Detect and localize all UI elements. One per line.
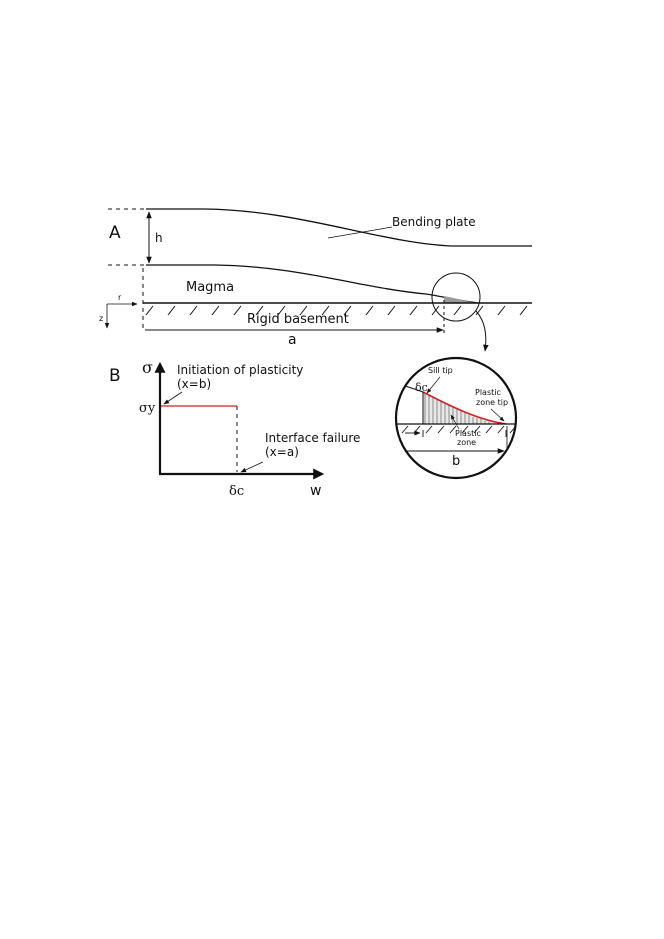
magma-label: Magma [186,280,234,295]
plastic-zone-hatch [423,392,506,424]
plastic-tip-label-line1: Plastic [475,388,501,397]
plastic-tip-label-line2: zone tip [476,398,508,407]
plate-label: Bending plate [392,215,476,229]
axis-z-label: z [99,314,103,323]
panel-b-label: B [109,366,121,386]
panel-b: B σ w σy δc Initiation of plasticity (x=… [109,358,360,499]
sill-tip-label: Sill tip [428,366,453,375]
plasticity-pointer [163,391,183,405]
panel-a-label: A [109,223,121,243]
plasticity-condition: (x=b) [177,377,211,391]
extent-a-label: a [288,332,297,348]
critical-opening-symbol: δc [229,484,244,499]
failure-pointer [240,461,264,473]
extent-b-label: b [452,454,460,469]
plastic-opening-profile [422,391,507,425]
plate-label-leader [327,226,393,239]
failure-condition: (x=a) [265,445,299,459]
inset-circle [394,356,518,480]
zoom-circle [431,272,481,322]
basement-hatching [145,305,528,316]
sill-tip-shading [444,296,478,303]
sill-tip-pointer [426,376,441,394]
x-axis-symbol: w [310,483,321,499]
axis-r-label: r [118,293,122,302]
failure-title: Interface failure [265,431,360,445]
zoom-connector-arrow [475,310,489,352]
plastic-zone-label-line2: zone [457,438,476,447]
panel-a: A h Bending plate Magma Rigid basement a… [99,208,532,352]
plastic-tip-pointer [490,408,505,422]
plasticity-title: Initiation of plasticity [177,363,303,377]
basement-label: Rigid basement [247,312,349,327]
plate-upper-surface [146,208,532,247]
inset-basement-hatching [401,425,516,434]
inset-zoom: δc Sill tip Plastic zone tip Plastic zon… [394,356,518,480]
yield-stress-symbol: σy [139,401,156,416]
thickness-label: h [155,231,163,245]
inset-critical-symbol: δc [415,381,428,394]
y-axis-symbol: σ [142,358,153,377]
plastic-zone-label-line1: Plastic [455,429,481,438]
plastic-zone-pointer [450,414,460,430]
